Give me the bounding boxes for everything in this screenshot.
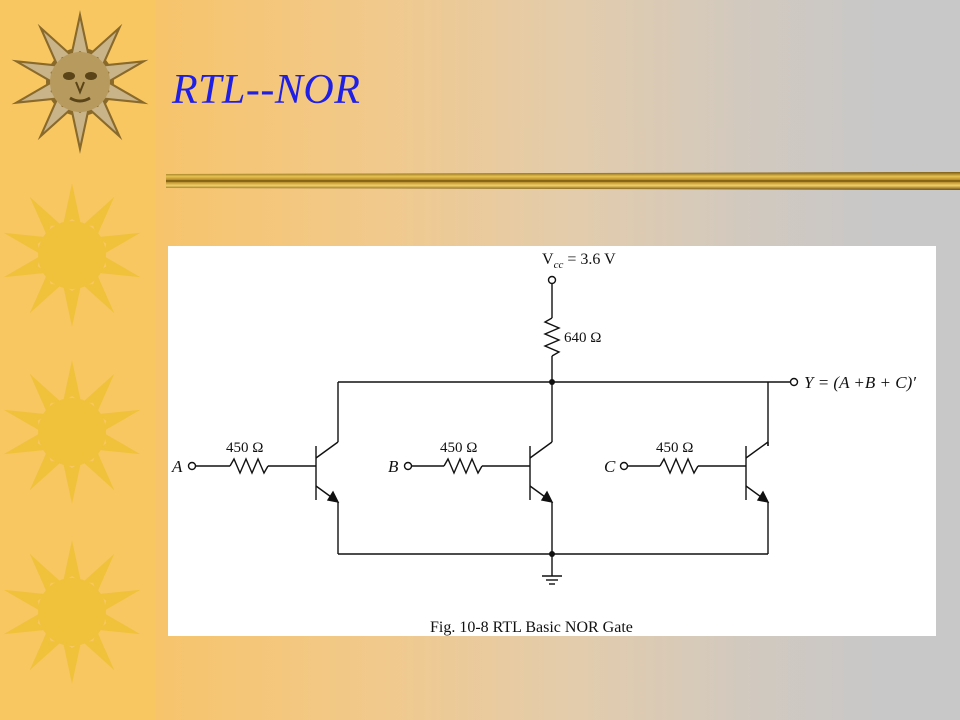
input-a-terminal — [187, 461, 197, 471]
sun-icon — [1, 360, 144, 504]
input-a-label: A — [171, 457, 183, 476]
pullup-resistor-label: 640 Ω — [564, 330, 601, 346]
resistor-a-label: 450 Ω — [226, 440, 263, 456]
figure-caption: Fig. 10-8 RTL Basic NOR Gate — [430, 619, 633, 636]
vcc-label: Vcc= 3.6 V — [542, 251, 616, 271]
junction-dot — [549, 379, 555, 385]
vcc-terminal — [547, 275, 557, 285]
sun-decorations — [0, 0, 160, 720]
resistor-a — [229, 457, 269, 475]
output-terminal — [789, 377, 799, 387]
resistor-c-label: 450 Ω — [656, 440, 693, 456]
resistor-b-label: 450 Ω — [440, 440, 477, 456]
circuit-figure: Vcc= 3.6 V 640 Ω Y = (A +B + C)′ A 450 Ω… — [168, 246, 936, 636]
pullup-resistor — [543, 317, 561, 357]
resistor-c — [659, 457, 699, 475]
input-b-label: B — [388, 457, 399, 476]
input-b-terminal — [403, 461, 413, 471]
ground-symbol — [542, 575, 562, 585]
transistor-c — [745, 441, 769, 554]
slide-title: RTL--NOR — [172, 67, 361, 113]
transistor-a — [315, 382, 339, 554]
sun-icon — [1, 540, 144, 684]
junction-dot — [549, 551, 555, 557]
rtl-nor-schematic: Vcc= 3.6 V 640 Ω Y = (A +B + C)′ A 450 Ω… — [171, 251, 916, 636]
sun-icon — [1, 183, 144, 327]
input-c-terminal — [619, 461, 629, 471]
output-label: Y = (A +B + C)′ — [804, 373, 916, 392]
sun-face-icon — [9, 10, 152, 154]
input-c-label: C — [604, 457, 616, 476]
transistor-b — [529, 382, 553, 576]
resistor-b — [443, 457, 483, 475]
title-divider — [166, 172, 960, 190]
